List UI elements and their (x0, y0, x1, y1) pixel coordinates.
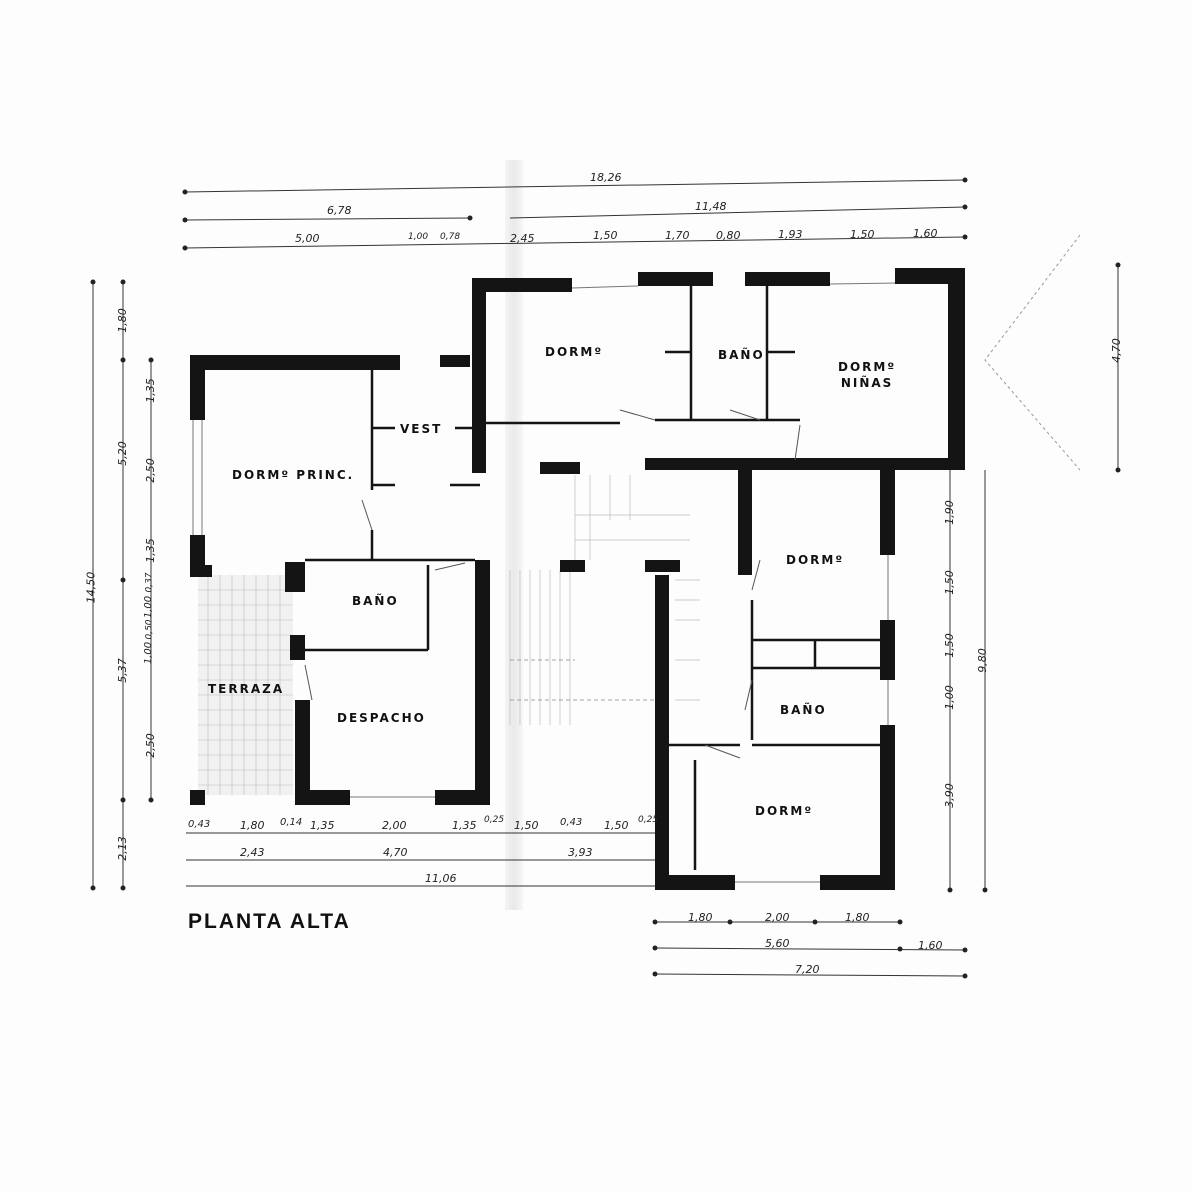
dim-top-seg: 1,50 (850, 228, 875, 241)
room-label-despacho: DESPACHO (337, 711, 426, 725)
room-label-dorm-princ: DORMº PRINC. (232, 468, 355, 482)
dim-bottom-right-seg: 2,00 (765, 911, 790, 924)
room-label-dorm-1: DORMº (545, 345, 604, 359)
dim-right-seg: 1,50 (942, 633, 956, 658)
dim-right-seg: 1,50 (942, 570, 956, 595)
dim-bottom-seg: 3,93 (568, 846, 593, 859)
dim-bottom-right-seg: 1,80 (688, 911, 713, 924)
dim-left-seg: 1,35 (143, 538, 157, 563)
dim-bottom-total: 11,06 (425, 872, 457, 885)
dim-top-seg: 2,45 (510, 232, 535, 245)
dim-left-seg: 2,50 (143, 733, 157, 758)
dim-right-seg: 1,90 (942, 500, 956, 525)
dim-top-right-total: 11,48 (695, 200, 727, 213)
walls (190, 268, 965, 890)
dim-bottom-right-seg: 5,60 (765, 937, 790, 950)
dim-left-seg: 2,13 (115, 836, 129, 861)
dim-bottom-seg: 0,14 (280, 817, 303, 828)
dim-left-seg: 5,37 (115, 658, 129, 683)
dim-bottom-seg: 2,43 (240, 846, 265, 859)
dim-bottom-seg: 1,35 (452, 819, 477, 832)
dim-bottom-right-seg: 1,60 (918, 939, 943, 952)
dim-bottom-seg: 1,50 (514, 819, 539, 832)
room-label-bano-3: BAÑO (780, 703, 827, 717)
dim-bottom-seg: 2,00 (382, 819, 407, 832)
dim-bottom-seg: 0,25 (484, 815, 505, 825)
dimension-lines (92, 179, 1119, 977)
dim-top-seg: 1,00 (408, 232, 429, 242)
dim-top-seg: 0,80 (716, 229, 741, 242)
dim-left-seg: 5,20 (115, 441, 129, 466)
partitions (305, 285, 880, 870)
dim-bottom-seg: 1,35 (310, 819, 335, 832)
dim-left-seg: 1,35 (143, 378, 157, 403)
dim-roof: 4,70 (1109, 338, 1123, 363)
page-fold (505, 160, 523, 910)
dim-bottom-right-seg: 1,80 (845, 911, 870, 924)
dim-bottom-seg: 1,50 (604, 819, 629, 832)
dim-top-seg: 1,70 (665, 229, 690, 242)
plan-title: PLANTA ALTA (188, 910, 351, 933)
dim-left-seg: 1,80 (115, 308, 129, 333)
dim-bottom-seg: 0,43 (560, 817, 583, 828)
dim-top-seg: 5,00 (295, 232, 320, 245)
room-label-terraza: TERRAZA (208, 682, 285, 696)
room-label-bano-2: BAÑO (718, 348, 765, 362)
dim-top-seg: 1,60 (913, 227, 938, 240)
room-label-vest: VEST (400, 422, 443, 436)
dim-right-seg: 3,90 (942, 783, 956, 808)
stairs (509, 475, 700, 740)
dim-left-seg: 2,50 (143, 458, 157, 483)
dim-top-total: 18,26 (590, 171, 622, 184)
windows (192, 282, 896, 883)
dim-top-seg: 1,93 (778, 228, 803, 241)
dim-right-seg: 1,00 (942, 685, 956, 710)
dim-top-left-total: 6,78 (327, 204, 352, 217)
dim-left-seg: 0,50 (144, 619, 155, 640)
dim-bottom-seg: 0,25 (638, 815, 659, 825)
dim-bottom-seg: 4,70 (383, 846, 408, 859)
dim-bottom-seg: 1,80 (240, 819, 265, 832)
dim-left-seg: 0,37 (144, 572, 155, 593)
dim-bottom-seg: 0,43 (188, 819, 211, 830)
room-label-dorm-3: DORMº (755, 804, 814, 818)
dim-right-total: 9,80 (975, 648, 989, 673)
room-label-dorm-ninas-line2: NIÑAS (840, 375, 894, 390)
dim-top-seg: 1,50 (593, 229, 618, 242)
dim-left-seg: 1,00 (143, 595, 155, 619)
room-label-dorm-2: DORMº (786, 553, 845, 567)
terrace-grid (198, 575, 293, 795)
room-label-dorm-ninas: DORMº NIÑAS (838, 360, 896, 391)
dimension-ticks (90, 177, 1121, 979)
room-label-dorm-ninas-line1: DORMº (838, 360, 897, 374)
dim-bottom-right-total: 7,20 (795, 963, 820, 976)
room-label-bano-1: BAÑO (352, 594, 399, 608)
dim-top-seg: 0,78 (440, 232, 461, 242)
dim-left-total: 14,50 (84, 571, 98, 604)
dim-left-seg: 1,00 (143, 641, 155, 665)
doors (304, 409, 801, 759)
